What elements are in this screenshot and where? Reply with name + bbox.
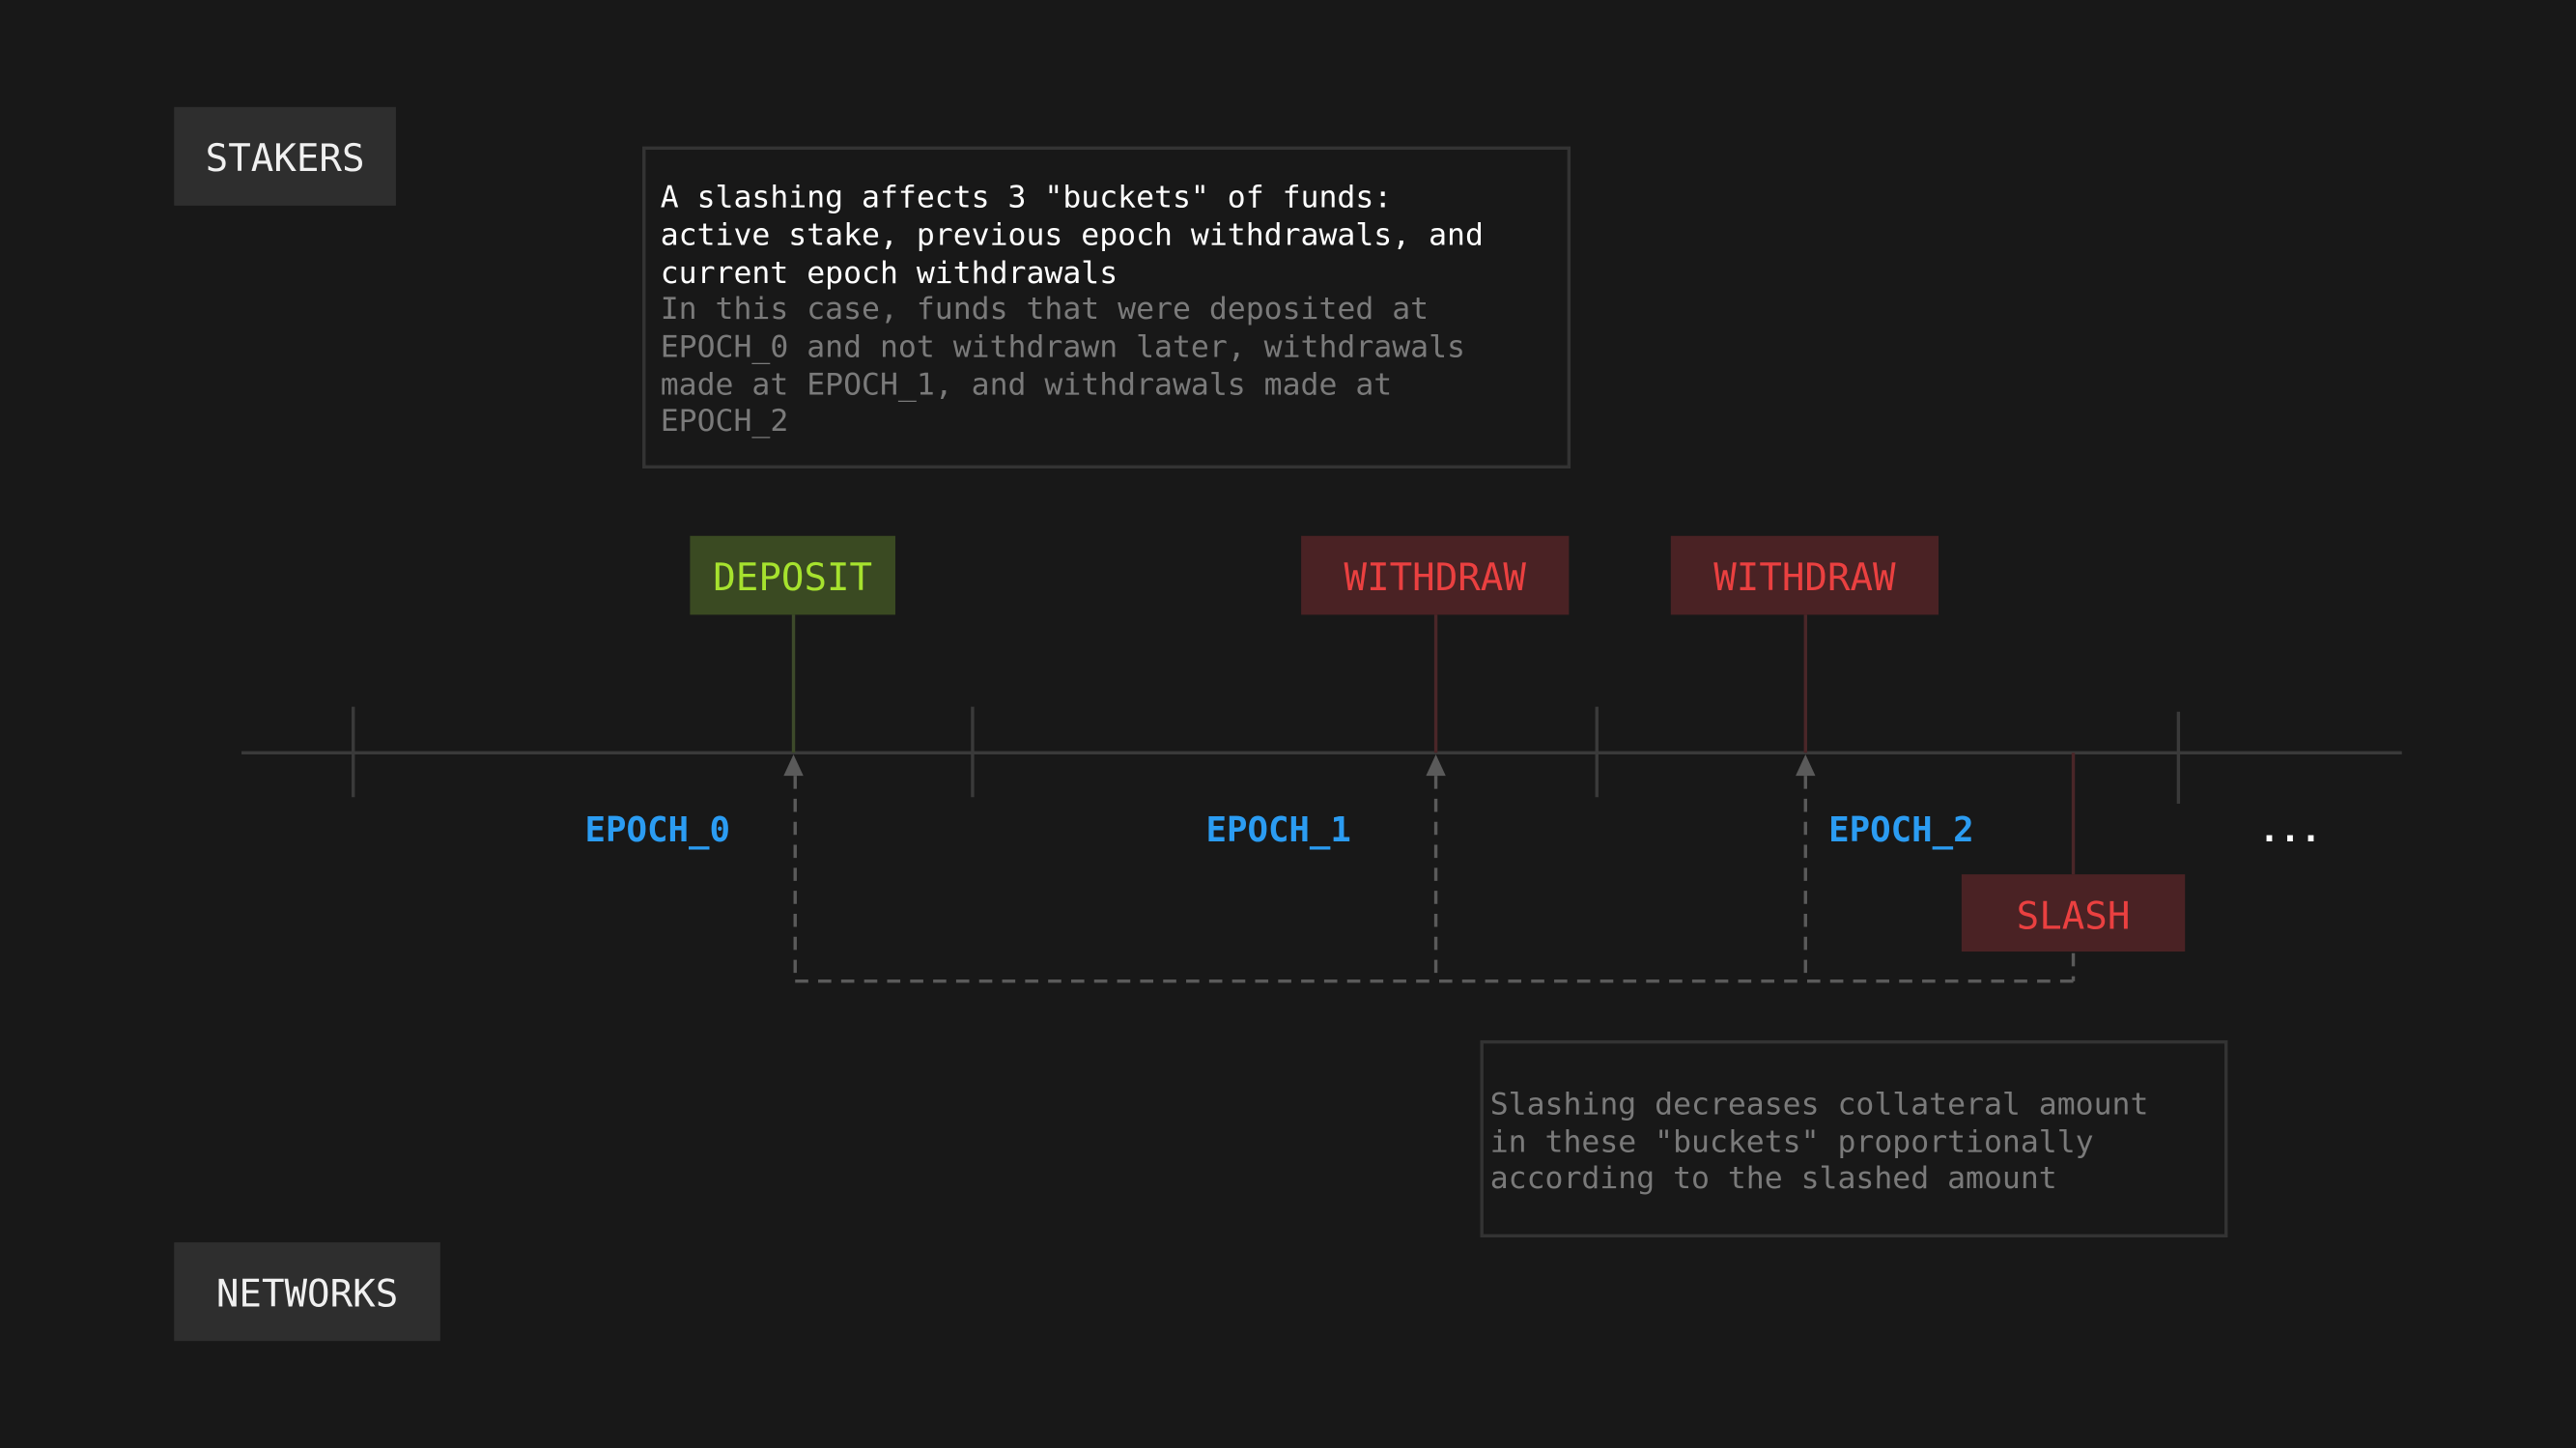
svg-text:according to the slashed amoun: according to the slashed amount <box>1490 1161 2057 1196</box>
svg-text:made at EPOCH_1, and withdrawa: made at EPOCH_1, and withdrawals made at <box>661 367 1392 402</box>
stakers-lane-label: STAKERS <box>174 106 396 206</box>
ellipsis-more-epochs: ... <box>2259 810 2322 850</box>
svg-text:SLASH: SLASH <box>2017 894 2131 938</box>
bottom-note: Slashing decreases collateral amount in … <box>1480 1039 2228 1238</box>
epoch-0-label: EPOCH_0 <box>585 810 730 850</box>
svg-text:DEPOSIT: DEPOSIT <box>713 556 872 600</box>
deposit-event: DEPOSIT <box>690 535 895 615</box>
epoch-1-label: EPOCH_1 <box>1205 810 1350 850</box>
svg-text:WITHDRAW: WITHDRAW <box>1713 556 1896 600</box>
svg-text:in these "buckets" proportiona: in these "buckets" proportionally <box>1490 1125 2094 1160</box>
networks-lane-label: NETWORKS <box>174 1242 440 1342</box>
svg-text:active stake, previous epoch w: active stake, previous epoch withdrawals… <box>661 218 1484 253</box>
svg-text:EPOCH_2: EPOCH_2 <box>661 404 789 439</box>
bucket-connectors <box>793 776 2076 983</box>
svg-text:Slashing decreases collateral: Slashing decreases collateral amount <box>1490 1087 2149 1121</box>
epoch-ticks <box>351 706 2181 804</box>
epoch-2-label: EPOCH_2 <box>1828 810 1973 850</box>
svg-text:EPOCH_0 and not withdrawn late: EPOCH_0 and not withdrawn later, withdra… <box>661 329 1465 364</box>
svg-text:STAKERS: STAKERS <box>206 137 365 181</box>
slash-event: SLASH <box>1961 874 2186 952</box>
svg-text:A slashing affects 3 "buckets": A slashing affects 3 "buckets" of funds: <box>661 181 1392 215</box>
svg-text:NETWORKS: NETWORKS <box>216 1272 398 1316</box>
withdraw-event-2: WITHDRAW <box>1670 535 1939 615</box>
arrow-up-icons <box>783 753 1816 777</box>
svg-text:current epoch withdrawals: current epoch withdrawals <box>661 256 1118 291</box>
withdraw-event-1: WITHDRAW <box>1301 535 1570 615</box>
top-note: A slashing affects 3 "buckets" of funds:… <box>642 146 1571 469</box>
svg-text:In this case, funds that were: In this case, funds that were deposited … <box>661 292 1429 327</box>
svg-text:WITHDRAW: WITHDRAW <box>1345 556 1527 600</box>
